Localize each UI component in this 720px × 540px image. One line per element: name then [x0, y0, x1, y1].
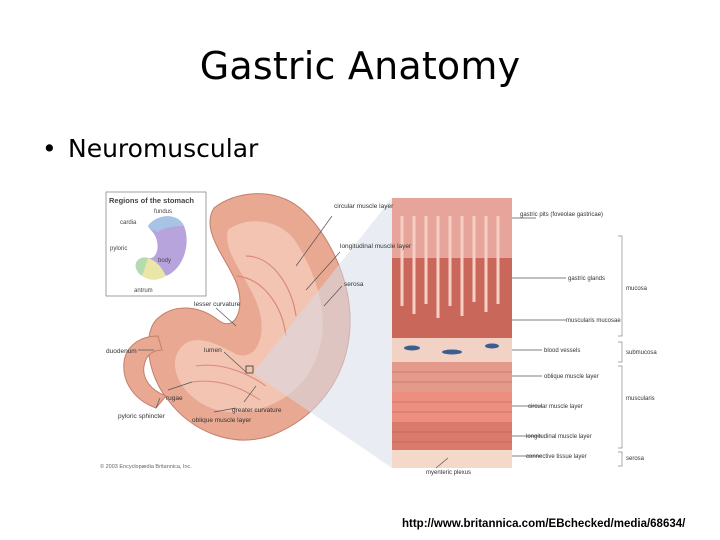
stomach-rugae-fold: [191, 380, 261, 401]
muscle-striations: [392, 371, 512, 443]
inset-title: Regions of the stomach: [109, 196, 194, 205]
label-lumen: lumen: [204, 347, 222, 354]
label-connective-tissue-layer: connective tissue layer: [526, 454, 587, 460]
stomach-muscle-fold: [245, 255, 297, 317]
inset-label-body: body: [158, 258, 171, 264]
inset-label-pyloric: pyloric: [110, 246, 127, 252]
label-rugae: rugae: [166, 395, 183, 402]
inset-pyloric-region: [135, 257, 148, 276]
figure-copyright: © 2003 Encyclopædia Britannica, Inc.: [100, 463, 192, 470]
label-circular-muscle-layer-wall: circular muscle layer: [528, 404, 583, 410]
layer-brackets: [618, 235, 623, 467]
inset-label-cardia: cardia: [120, 220, 137, 226]
mucosa-surface-block: [392, 198, 512, 258]
label-submucosa: submucosa: [626, 350, 657, 356]
label-longitudinal-muscle-layer: longitudinal muscle layer: [340, 243, 412, 250]
bullet-dot-icon: •: [42, 134, 57, 163]
inset-label-fundus: fundus: [154, 209, 172, 215]
label-lesser-curvature: lesser curvature: [194, 301, 241, 308]
circular-muscle-block: [392, 392, 512, 422]
leader-lines: [138, 215, 566, 469]
label-muscularis: muscularis: [626, 396, 655, 402]
inset-fundus-region: [148, 216, 184, 232]
gastric-glands-block: [392, 258, 512, 338]
inset-frame: [105, 191, 207, 297]
slide-title: Gastric Anatomy: [199, 44, 521, 88]
bullet-text: Neuromuscular: [68, 134, 259, 163]
label-gastric-pits: gastric pits (foveolae gastricae): [520, 212, 603, 218]
stomach-anatomy-figure: Regions of the stomach fundus cardia pyl…: [100, 191, 657, 476]
label-serosa-wall: serosa: [626, 456, 645, 462]
detail-marker: [245, 365, 254, 374]
inset-antrum-region: [142, 258, 166, 280]
layer-bracket-labels: mucosa submucosa muscularis serosa: [626, 286, 657, 462]
label-longitudinal-muscle-layer-wall: longitudinal muscle layer: [526, 434, 592, 440]
label-greater-curvature: greater curvature: [232, 407, 282, 414]
stomach-labels: circular muscle layer longitudinal muscl…: [106, 203, 412, 424]
wall-labels: gastric pits (foveolae gastricae) gastri…: [426, 212, 621, 476]
label-blood-vessels: blood vessels: [544, 348, 580, 354]
label-serosa: serosa: [344, 281, 364, 288]
wall-cross-section: [392, 198, 512, 468]
label-muscularis-mucosae: muscularis mucosae: [566, 318, 621, 324]
label-duodenum: duodenum: [106, 348, 137, 355]
label-pyloric-sphincter: pyloric sphincter: [118, 413, 166, 420]
label-oblique-muscle-layer: oblique muscle layer: [192, 417, 252, 424]
label-oblique-muscle-layer-wall: oblique muscle layer: [544, 374, 599, 380]
serosa-block: [392, 450, 512, 468]
source-url: http://www.britannica.com/EBchecked/medi…: [402, 518, 686, 530]
duodenum-shape: [123, 335, 167, 409]
gastric-pits: [400, 216, 500, 318]
zoom-funnel: [253, 198, 392, 468]
stomach-rugae-fold: [195, 364, 267, 387]
blood-vessels: [404, 343, 499, 355]
oblique-muscle-block: [392, 362, 512, 392]
stomach-muscle-fold: [235, 275, 287, 337]
inset-label-antrum: antrum: [134, 288, 153, 294]
label-mucosa: mucosa: [626, 286, 648, 292]
label-myenteric-plexus: myenteric plexus: [426, 470, 471, 476]
longitudinal-muscle-block: [392, 422, 512, 450]
regions-inset: Regions of the stomach fundus cardia pyl…: [105, 191, 207, 297]
label-gastric-glands: gastric glands: [568, 276, 605, 282]
label-circular-muscle-layer: circular muscle layer: [334, 203, 394, 210]
bullet-item: • Neuromuscular: [42, 134, 258, 163]
